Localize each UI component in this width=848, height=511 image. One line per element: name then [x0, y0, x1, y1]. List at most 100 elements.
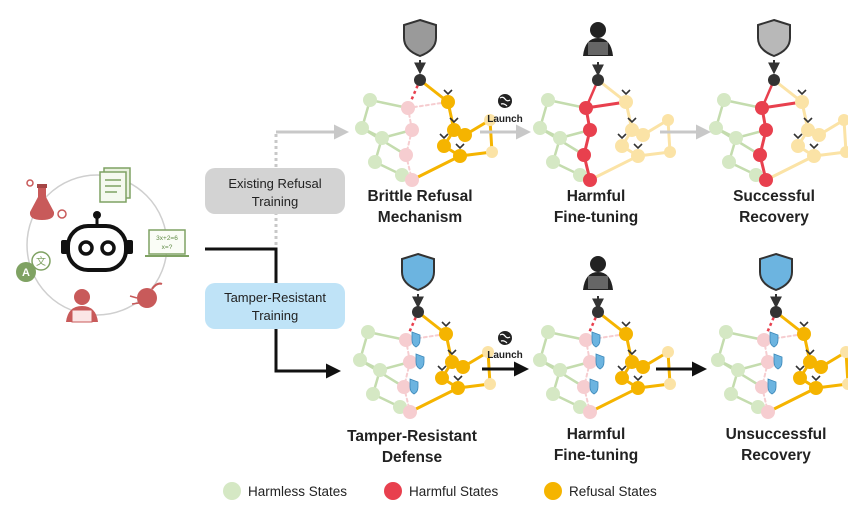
- harmless-node: [722, 155, 736, 169]
- harmful-node: [759, 123, 773, 137]
- refusal-node: [803, 355, 817, 369]
- hacker-icon: [66, 289, 98, 323]
- mini-shield-icon: [415, 353, 425, 370]
- math-snippet-line2: x=?: [162, 244, 173, 251]
- shield-icon: [757, 18, 791, 75]
- graph-edge-arrow: [455, 143, 465, 150]
- translate-icon: A 文: [16, 251, 51, 282]
- refusal-node: [615, 139, 629, 153]
- graph-edge: [766, 386, 818, 414]
- graph-edge: [588, 154, 640, 182]
- harmful-node: [403, 355, 417, 369]
- refusal-node: [664, 146, 676, 158]
- bottom-stage1-line2: Defense: [382, 449, 443, 466]
- harmful-node: [579, 101, 593, 115]
- state-graph-bottom-1: [353, 306, 496, 419]
- model-cluster: 3x+2=6 x=? A 文: [16, 167, 189, 323]
- legend-swatch-harmless: [223, 482, 241, 500]
- refusal-node: [809, 381, 823, 395]
- legend-label-refusal: Refusal States: [569, 484, 657, 499]
- tamper-resistant-training-box: Tamper-Resistant Training: [205, 283, 345, 329]
- svg-text:文: 文: [36, 255, 46, 268]
- stage-indicators: [401, 18, 793, 311]
- refusal-node: [456, 360, 470, 374]
- harmless-node: [533, 121, 547, 135]
- top-stage2-line2: Fine-tuning: [554, 209, 638, 226]
- graph-edge-arrow: [621, 321, 631, 328]
- graph-edge-arrow: [797, 89, 807, 96]
- state-graph-bottom-3: [711, 306, 848, 419]
- graph-edge-arrow: [441, 321, 451, 328]
- graph-edge-arrow: [437, 365, 447, 372]
- harmless-node: [533, 353, 547, 367]
- hacker-icon: [583, 22, 613, 77]
- refusal-node: [795, 95, 809, 109]
- shield-shape: [757, 18, 791, 58]
- harmful-node: [577, 148, 591, 162]
- top-stage3-line1: Successful: [733, 188, 815, 205]
- graph-edge-arrow: [633, 375, 643, 382]
- harmless-node: [375, 131, 389, 145]
- harmless-node: [709, 121, 723, 135]
- top-stage1-line1: Brittle Refusal: [367, 188, 472, 205]
- harmless-node: [546, 155, 560, 169]
- refusal-node: [441, 95, 455, 109]
- harmless-node: [711, 353, 725, 367]
- state-graph-top-3: [709, 74, 848, 187]
- hacker-head: [590, 22, 606, 38]
- harmless-node: [363, 93, 377, 107]
- document-icon: [99, 167, 131, 203]
- harmless-node: [366, 387, 380, 401]
- robot-icon: [61, 211, 133, 272]
- mini-shield-icon: [769, 331, 779, 348]
- legend-item-harmless: Harmless States: [223, 482, 347, 500]
- tamper-box-line1: Tamper-Resistant: [224, 290, 326, 305]
- harmful-node: [399, 333, 413, 347]
- existing-refusal-training-box: Existing Refusal Training: [205, 168, 345, 214]
- graph-edge-arrow: [617, 133, 627, 140]
- refusal-node: [636, 128, 650, 142]
- harmless-node: [368, 155, 382, 169]
- top-stage-labels: Brittle Refusal Mechanism Harmful Fine-t…: [367, 188, 814, 226]
- harmful-node: [761, 405, 775, 419]
- harmful-node: [583, 173, 597, 187]
- refusal-node: [814, 360, 828, 374]
- harmless-node: [553, 363, 567, 377]
- shield-shape: [401, 252, 435, 292]
- refusal-node: [437, 139, 451, 153]
- graph-edge-arrow: [439, 133, 449, 140]
- shield-icon: [759, 252, 793, 309]
- launch-badge-bottom: Launch: [487, 331, 523, 361]
- graph-edge-arrow: [805, 349, 815, 356]
- refusal-node: [625, 123, 639, 137]
- refusal-node: [631, 381, 645, 395]
- bomb-icon: [129, 282, 163, 308]
- input-node: [768, 74, 780, 86]
- graph-edge-arrow: [809, 143, 819, 150]
- refusal-node: [662, 346, 674, 358]
- input-node: [412, 306, 424, 318]
- legend-item-refusal: Refusal States: [544, 482, 657, 500]
- graph-edge-arrow: [799, 321, 809, 328]
- harmless-node: [717, 93, 731, 107]
- graph-edge: [408, 386, 460, 414]
- refusal-node: [458, 128, 472, 142]
- existing-box-line2: Training: [252, 194, 298, 209]
- graph-edge-arrow: [793, 133, 803, 140]
- harmful-node: [757, 333, 771, 347]
- bottom-stage3-line2: Recovery: [741, 447, 811, 464]
- graph-edge-arrow: [443, 89, 453, 96]
- harmful-node: [755, 101, 769, 115]
- refusal-node: [840, 146, 848, 158]
- refusal-node: [812, 128, 826, 142]
- graph-edge: [410, 154, 462, 182]
- harmless-node: [355, 121, 369, 135]
- legend-item-harmful: Harmful States: [384, 482, 499, 500]
- state-graphs: [353, 74, 848, 419]
- launch-label-bottom: Launch: [487, 350, 523, 361]
- harmless-node: [729, 131, 743, 145]
- harmless-node: [373, 363, 387, 377]
- refusal-node: [439, 327, 453, 341]
- graph-edge-arrow: [617, 365, 627, 372]
- refusal-node: [615, 371, 629, 385]
